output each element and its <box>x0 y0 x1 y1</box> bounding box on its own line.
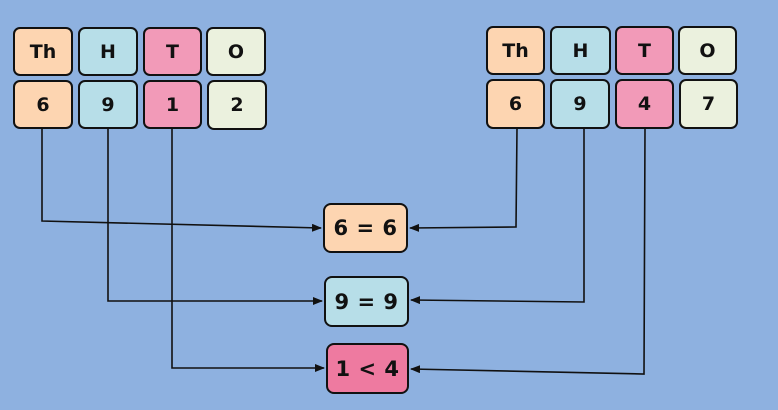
left-digit-thousands: 6 <box>13 80 73 129</box>
right-digit-thousands: 6 <box>486 79 545 129</box>
right-digit-hundreds: 9 <box>550 79 610 129</box>
connector-left-hundreds <box>107 128 323 305</box>
left-header-tens: T <box>143 27 202 76</box>
connector-right-hundreds <box>410 128 585 305</box>
right-digit-ones: 7 <box>679 79 738 129</box>
connector-left-tens <box>171 128 325 372</box>
comparison-hundreds: 9 = 9 <box>324 276 409 327</box>
left-digit-tens: 1 <box>143 80 202 129</box>
comparison-thousands: 6 = 6 <box>323 203 408 253</box>
left-digit-ones: 2 <box>207 80 267 130</box>
comparison-tens: 1 < 4 <box>326 343 409 394</box>
right-header-tens: T <box>615 26 674 75</box>
left-digit-hundreds: 9 <box>78 80 138 129</box>
right-header-thousands: Th <box>486 26 545 75</box>
connector-right-tens <box>410 127 646 375</box>
right-digit-tens: 4 <box>615 79 674 129</box>
right-header-ones: O <box>678 26 737 75</box>
left-header-ones: O <box>206 27 266 76</box>
left-header-hundreds: H <box>78 27 138 76</box>
left-header-thousands: Th <box>13 27 73 76</box>
right-header-hundreds: H <box>550 26 611 75</box>
connector-left-thousands <box>41 128 322 232</box>
connector-right-thousands <box>409 127 518 232</box>
